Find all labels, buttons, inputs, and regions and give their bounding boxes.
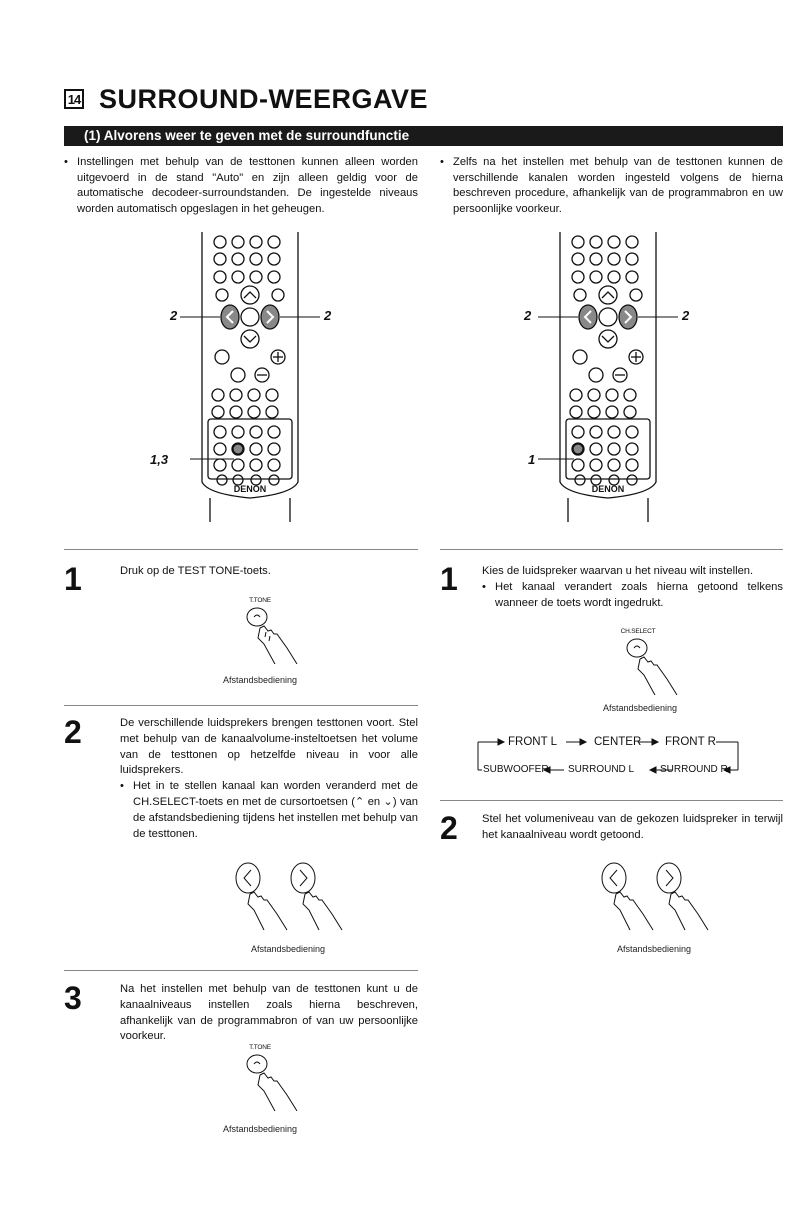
step-1-text: Druk op de TEST TONE-toets. [120,565,271,577]
step-text: Stel het volumeniveau van de gekozen lui… [482,812,783,844]
finger-press-icon [626,638,678,695]
step-1-text: Kies de luidspreker waarvan u het niveau… [482,565,754,577]
step-number: 3 [64,980,82,1016]
remote-brand: DENON [233,484,267,494]
step-1-sub: • Het kanaal verandert zoals hierna geto… [482,580,783,609]
intro-left-bullet: • Instellingen met behulp van de testton… [64,155,418,217]
divider [64,549,418,550]
seq-center: CENTER [594,736,642,748]
seq-surround-r: SURROUND R [660,764,728,775]
channel-sequence-arrows [477,738,739,774]
bullet-icon: • [64,156,68,168]
section-banner: (1) Alvorens weer te geven met de surrou… [64,126,783,146]
intro-right-bullet: • Zelfs na het instellen met behulp van … [440,155,783,217]
button-label: T.TONE [249,597,271,604]
step-number: 1 [440,561,458,597]
caption: Afstandsbediening [250,944,326,954]
callout-right-2: 2 [682,308,690,323]
remote-brand: DENON [591,484,625,494]
step-number: 1 [64,561,82,597]
seq-surround-l: SURROUND L [568,764,635,775]
page-title: SURROUND-WEERGAVE [99,84,429,114]
step-2-text: Stel het volumeniveau van de gekozen lui… [482,813,783,841]
caption: Afstandsbediening [602,703,678,713]
caption: Afstandsbediening [616,944,692,954]
step-2-sub: • Het in te stellen kanaal kan worden ve… [120,780,418,840]
intro-left-text: Instellingen met behulp van de testtonen… [77,156,418,215]
caption: Afstandsbediening [222,1124,298,1134]
cursor-buttons-press-icon [235,862,343,931]
divider [440,800,783,801]
callout-bottom: 1 [528,452,536,467]
bullet-icon: • [120,780,124,793]
callout-left-2: 2 [524,308,532,323]
step-text: De verschillende luidsprekers brengen te… [120,716,418,842]
divider [64,705,418,706]
seq-front-r: FRONT R [665,736,716,748]
button-label: T.TONE [249,1044,271,1051]
bullet-icon: • [482,580,486,593]
caption: Afstandsbediening [222,675,298,685]
step-text: Na het instellen met behulp van de testt… [120,982,418,1045]
callout-left-2: 2 [170,308,178,323]
intro-right-text: Zelfs na het instellen met behulp van de… [453,156,783,215]
step-3-text: Na het instellen met behulp van de testt… [120,983,418,1043]
step-2-text: De verschillende luidsprekers brengen te… [120,717,418,777]
step-number: 2 [64,714,82,750]
section-number: 14 [64,89,84,109]
step-number: 2 [440,810,458,846]
cursor-buttons-press-icon [601,862,709,931]
step-text: Kies de luidspreker waarvan u het niveau… [482,564,783,611]
finger-press-icon [246,1054,298,1111]
step-text: Druk op de TEST TONE-toets. [120,564,418,580]
remote-control-left [180,232,320,522]
callout-bottom: 1,3 [150,452,169,467]
seq-front-l: FRONT L [508,736,557,748]
callout-right-2: 2 [324,308,332,323]
finger-press-icon [246,607,298,664]
bullet-icon: • [440,156,444,168]
divider [440,549,783,550]
remote-control-right [538,232,678,522]
divider [64,970,418,971]
seq-subwoofer: SUBWOOFER [483,764,549,775]
button-label: CH.SELECT [620,628,656,635]
